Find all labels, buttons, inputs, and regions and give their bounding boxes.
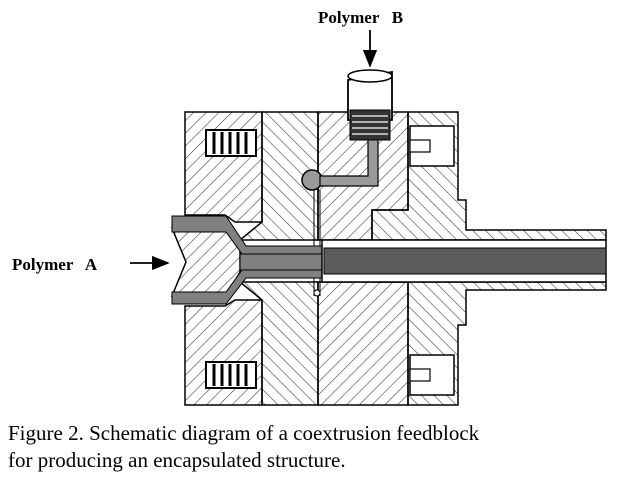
caption-line-2: for producing an encapsulated structure. xyxy=(8,448,346,472)
output-channel xyxy=(321,239,607,283)
polymer-b-fitting xyxy=(347,69,393,141)
right-block xyxy=(371,111,607,406)
caption-line-1: Figure 2. Schematic diagram of a coextru… xyxy=(8,421,480,445)
figure-caption: Figure 2. Schematic diagram of a coextru… xyxy=(8,420,628,474)
middle-block xyxy=(237,111,319,406)
left-block xyxy=(170,111,263,406)
polymer-a-label: Polymer A xyxy=(12,255,98,274)
polymer-b-label: Polymer B xyxy=(318,8,404,27)
feedblock-schematic xyxy=(130,30,607,406)
